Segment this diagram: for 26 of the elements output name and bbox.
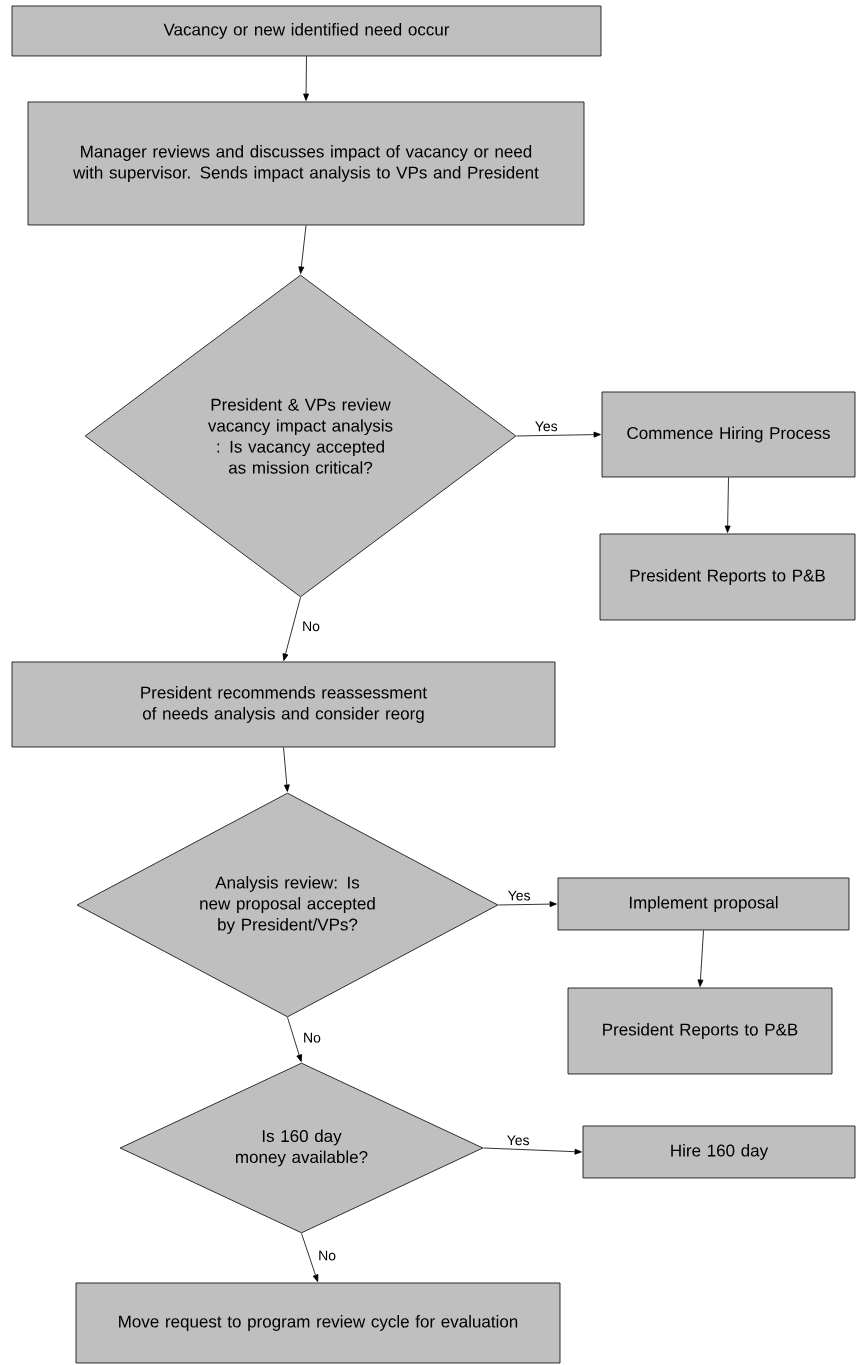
arrow [283,747,290,792]
arrow [287,1017,303,1062]
process-box: President Reports to P&B [599,533,856,621]
edge-label: Yes [505,1134,531,1147]
process-box: Hire 160 day [582,1125,856,1179]
arrow [303,56,309,101]
arrow [298,225,307,274]
arrow [724,477,731,533]
edge-label: Yes [533,420,559,433]
edge-label: No [301,620,321,633]
process-box: Vacancy or new identified need occur [11,5,602,57]
arrow [498,901,557,908]
arrow [697,930,704,987]
process-box: President Reports to P&B [567,987,833,1075]
process-box: Manager reviews and discusses impact of vacancy or need with supervisor. Sends impact analysis to VPs and President [27,101,585,226]
process-box: Commence Hiring Process [601,391,856,478]
edge-label: No [317,1249,337,1262]
arrow [282,597,301,661]
arrow [301,1233,319,1282]
edge-label: No [302,1031,322,1044]
process-box: President recommends reassessment of needs analysis and consider reorg [11,661,556,748]
process-box: Move request to program review cycle for evaluation [75,1282,561,1364]
arrow [483,1147,582,1155]
process-box: Implement proposal [557,877,850,931]
arrow [516,431,601,438]
edge-label: Yes [506,889,532,902]
